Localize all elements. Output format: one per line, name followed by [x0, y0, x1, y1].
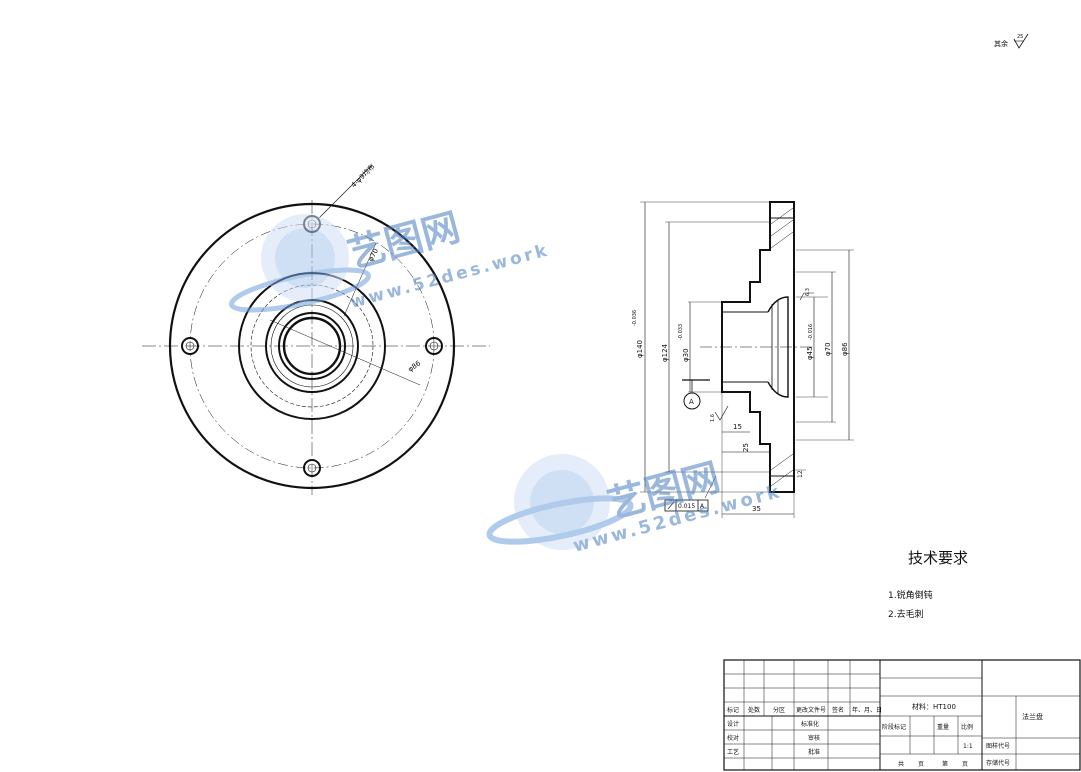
- d45-tol: -0.016: [808, 324, 814, 340]
- watermark-lower: 艺图网 www.52des.work: [486, 454, 784, 557]
- len35-label: 35: [752, 505, 761, 513]
- len12-label: 12: [797, 470, 804, 478]
- svg-text:0.015: 0.015: [678, 503, 695, 510]
- d45-label: φ45: [806, 346, 814, 360]
- svg-text:页: 页: [962, 761, 968, 768]
- section-view: φ140 -0.036 φ124 φ30 -0.033 φ45 -0.016 φ…: [632, 201, 854, 518]
- d124-label: φ124: [661, 343, 669, 362]
- watermark-brand: 艺图网: [343, 205, 465, 277]
- svg-text:存储代号: 存储代号: [986, 759, 1010, 767]
- hole-callout: 4-φ9均布: [349, 162, 377, 190]
- runout-icon: [667, 501, 675, 510]
- svg-text:页: 页: [918, 761, 924, 768]
- svg-text:6.3: 6.3: [805, 288, 811, 296]
- tech-requirements: 技术要求 1.锐角倒钝 2.去毛刺: [888, 549, 968, 620]
- d-outer-label: φ140: [636, 340, 644, 358]
- section-outline: [721, 201, 795, 493]
- flange-outer-circle: [168, 202, 456, 490]
- watermark-globe-icon: [228, 214, 372, 313]
- svg-text:年、月、日: 年、月、日: [852, 706, 882, 714]
- svg-text:签名: 签名: [832, 706, 844, 714]
- svg-text:比例: 比例: [961, 723, 973, 731]
- svg-text:工艺: 工艺: [727, 748, 739, 756]
- bolt-pitch-circle: [189, 223, 435, 469]
- d-outer-tol: -0.036: [632, 310, 638, 326]
- roughness-6-3: 6.3: [799, 288, 814, 301]
- tech-requirement-item: 2.去毛刺: [888, 608, 924, 620]
- bolt-hole: [303, 459, 321, 477]
- svg-text:处数: 处数: [748, 706, 760, 714]
- datum-a-symbol: A: [682, 379, 710, 410]
- roughness-symbol-value: 25: [1017, 34, 1023, 40]
- svg-text:批准: 批准: [808, 748, 820, 756]
- watermark-globe-icon: [486, 454, 634, 550]
- watermark-upper: 艺图网 www.52des.work: [228, 205, 552, 313]
- front-d86-label: φ86: [407, 359, 423, 374]
- bolt-hole: [425, 337, 443, 355]
- svg-text:共: 共: [898, 760, 904, 768]
- part-name: 法兰盘: [1022, 712, 1043, 721]
- tech-requirement-item: 1.锐角倒钝: [888, 589, 933, 601]
- d86-label: φ86: [841, 342, 849, 356]
- svg-text:校对: 校对: [727, 734, 739, 742]
- svg-text:1.6: 1.6: [710, 414, 716, 422]
- bolt-hole: [181, 337, 199, 355]
- svg-text:A: A: [700, 503, 705, 510]
- svg-text:更改文件号: 更改文件号: [796, 706, 826, 714]
- svg-text:标记: 标记: [727, 706, 739, 714]
- material-label: 材料：HT100: [912, 702, 956, 711]
- d30-tol: -0.033: [678, 324, 684, 340]
- roughness-note: 其余 25: [994, 33, 1029, 49]
- roughness-note-label: 其余: [994, 39, 1008, 48]
- geometric-tolerance-frame: 0.015 A: [664, 475, 717, 512]
- roughness-1-6: 1.6: [710, 405, 729, 422]
- bore-circle: [282, 316, 342, 376]
- len25-label: 25: [742, 443, 750, 452]
- d30-label: φ30: [682, 348, 690, 362]
- title-block: 标记 处数 分区 更改文件号 签名 年、月、日 设计 标准化 校对 审核 工艺 …: [723, 659, 1081, 771]
- svg-text:审核: 审核: [808, 734, 820, 742]
- roughness-symbol-icon: [1013, 33, 1029, 49]
- svg-text:重量: 重量: [937, 723, 949, 731]
- svg-text:图样代号: 图样代号: [986, 742, 1010, 750]
- scale-value: 1:1: [963, 743, 973, 750]
- svg-text:分区: 分区: [773, 706, 785, 714]
- svg-text:阶段标记: 阶段标记: [882, 723, 906, 731]
- svg-text:设计: 设计: [727, 720, 739, 728]
- len15-label: 15: [733, 423, 742, 431]
- d70-label: φ70: [824, 342, 832, 356]
- tech-requirements-title: 技术要求: [908, 549, 968, 567]
- datum-a-label: A: [689, 398, 694, 406]
- svg-text:第: 第: [942, 760, 948, 768]
- svg-text:标准化: 标准化: [801, 720, 819, 728]
